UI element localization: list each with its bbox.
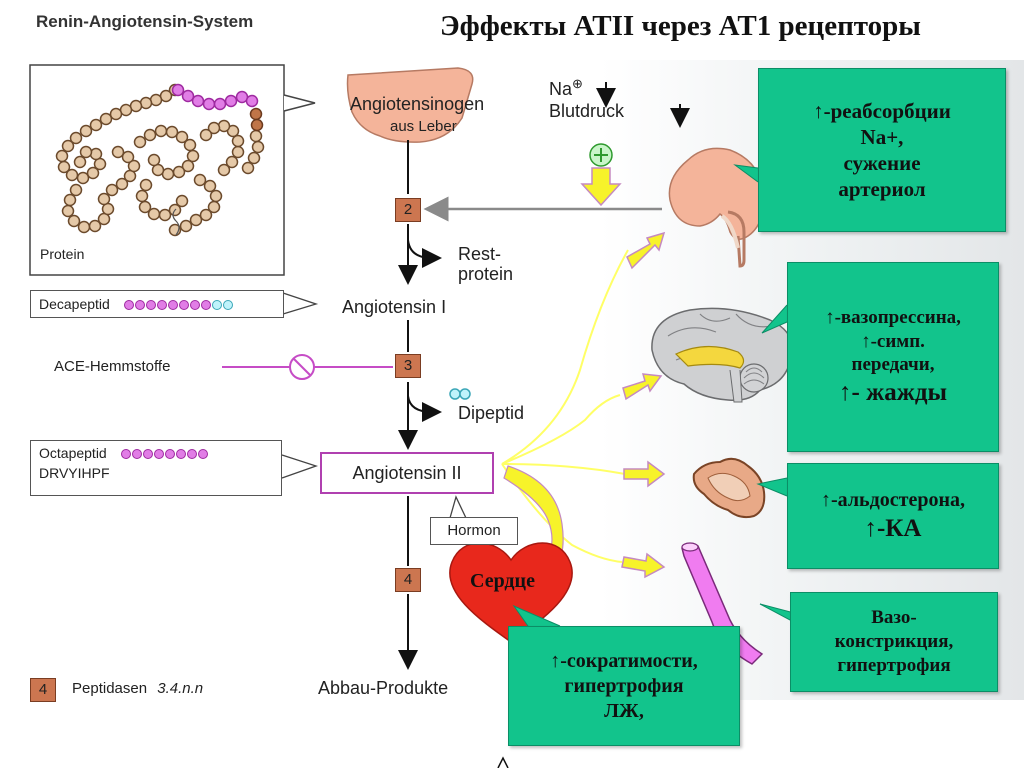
rest-protein-label: protein xyxy=(458,264,514,284)
decapeptid-beads xyxy=(123,296,234,312)
effect-fan xyxy=(501,249,629,563)
arrow-to-kidney xyxy=(626,231,666,270)
octapeptid-label: Octapeptid xyxy=(39,445,107,461)
abbau-label: Abbau-Produkte xyxy=(318,678,449,698)
decapeptid-box: Decapeptid xyxy=(30,290,284,318)
protein-chain xyxy=(55,83,265,237)
angiotensin2-box: Angiotensin II xyxy=(320,452,494,494)
adrenal-callout: ↑-альдостерона,↑-КА xyxy=(787,463,999,569)
system-title: Renin-Angiotensin-System xyxy=(36,12,254,31)
protein-box-pointer xyxy=(283,94,316,112)
na-label: Na⊕ xyxy=(549,76,583,99)
main-title: Эффекты ATII через AT1 рецепторы xyxy=(440,10,921,42)
arrow-to-vessel xyxy=(621,552,666,579)
liver-shape xyxy=(346,67,474,143)
protein-label: Protein xyxy=(40,246,85,262)
aus-leber-label: aus Leber xyxy=(390,118,457,135)
heart-label: Сердце xyxy=(470,570,535,592)
angiotensinogen-label: Angiotensinogen xyxy=(350,94,485,114)
protein-chain-terminal xyxy=(171,83,259,111)
octapeptid-sequence: DRVYIHPF xyxy=(39,465,110,481)
octapeptid-beads xyxy=(120,445,209,461)
legend-step-box: 4 xyxy=(30,678,56,702)
step-2-box: 2 xyxy=(395,198,421,222)
decapeptid-label: Decapeptid xyxy=(39,296,110,312)
blutdruck-label: Blutdruck xyxy=(549,101,625,121)
angiotensin2-label: Angiotensin II xyxy=(352,462,462,483)
stimulus-arrow xyxy=(580,167,622,207)
arrow-to-adrenal xyxy=(623,460,666,488)
brain-callout: ↑-вазопрессина,↑-симп.передачи, ↑- жажды xyxy=(787,262,999,452)
kidney-shape xyxy=(668,147,765,240)
rest-label: Rest- xyxy=(458,244,502,264)
heart-shape xyxy=(449,542,573,643)
step-3-box: 3 xyxy=(395,354,421,378)
legend-label: Peptidasen 3.4.n.n xyxy=(72,680,204,697)
octapeptid-box: Octapeptid DRVYIHPF xyxy=(30,440,282,496)
angiotensin1-label: Angiotensin I xyxy=(342,297,447,317)
step-4-box: 4 xyxy=(395,568,421,592)
hormon-box: Hormon xyxy=(430,517,518,545)
dipeptid-label: Dipeptid xyxy=(458,403,525,423)
arrow-to-brain xyxy=(622,373,663,401)
vessel-callout: Вазо-констрикция,гипертрофия xyxy=(790,592,998,692)
ace-inhibitor-label: ACE-Hemmstoffe xyxy=(54,358,171,375)
